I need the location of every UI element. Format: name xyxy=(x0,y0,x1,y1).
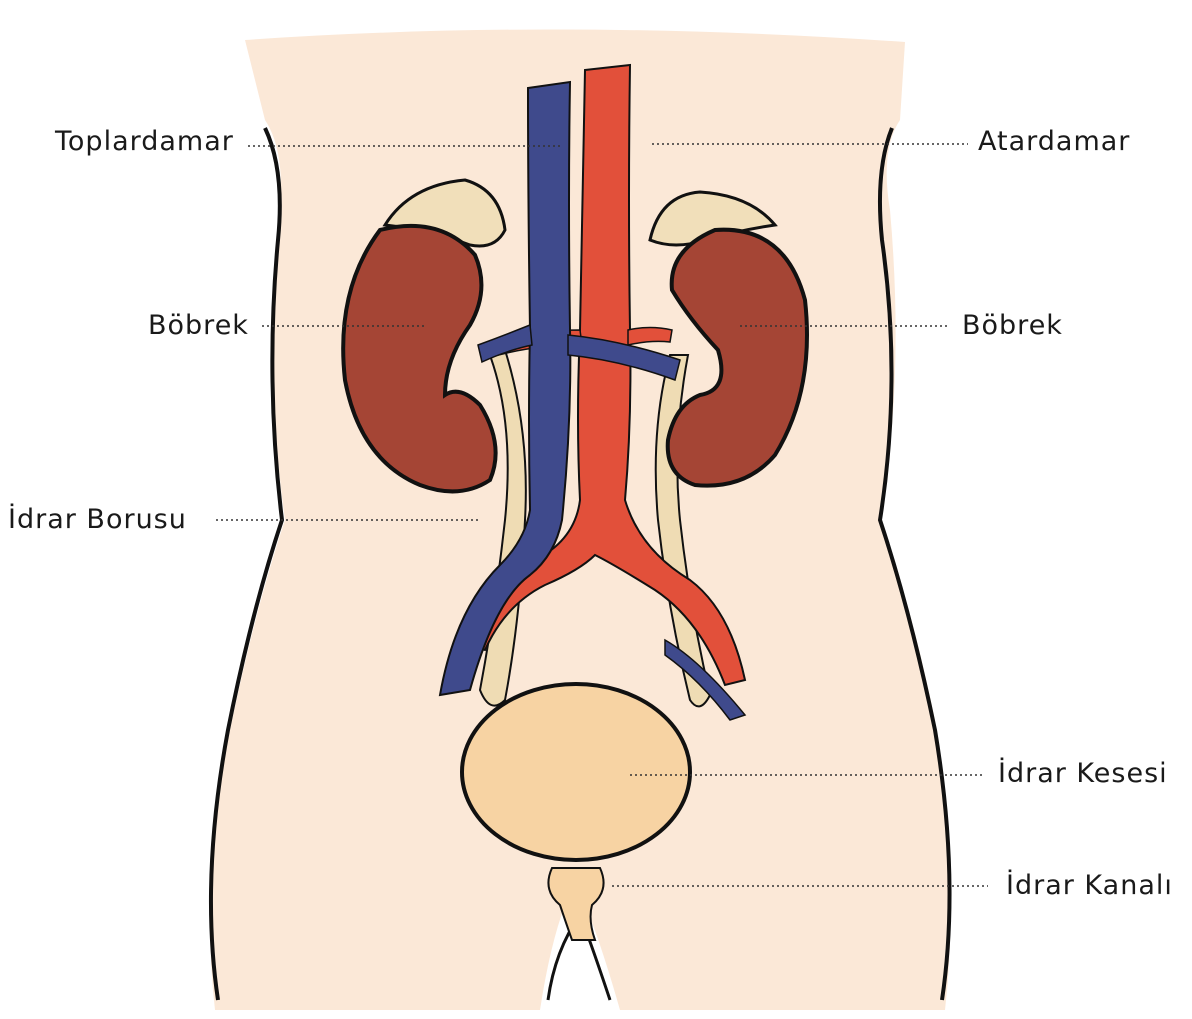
label-urethra: İdrar Kanalı xyxy=(1006,872,1173,899)
label-ureter: İdrar Borusu xyxy=(8,506,187,533)
label-kidney-left: Böbrek xyxy=(148,312,249,339)
label-kidney-right: Böbrek xyxy=(962,312,1063,339)
bladder xyxy=(462,684,690,860)
label-vein: Toplardamar xyxy=(55,128,234,155)
label-artery: Atardamar xyxy=(978,128,1130,155)
renal-artery-right xyxy=(628,328,672,346)
label-bladder: İdrar Kesesi xyxy=(998,760,1168,787)
